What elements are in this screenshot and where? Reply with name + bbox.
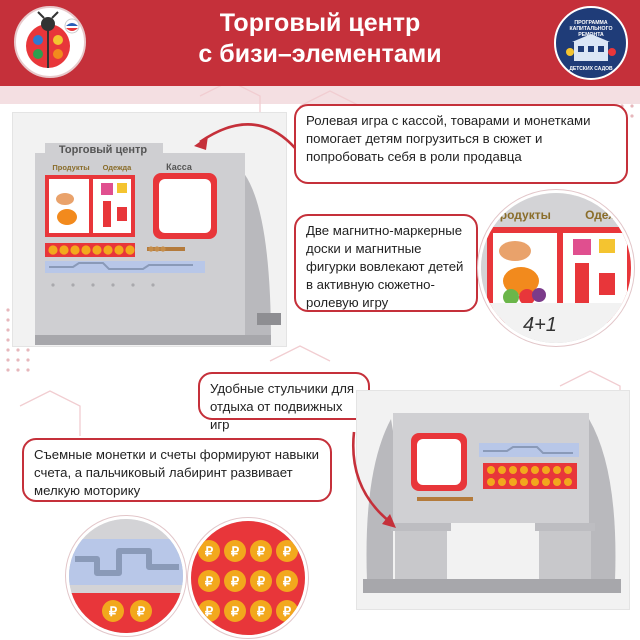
coin-symbol-8: ₽ xyxy=(231,574,240,589)
coin-symbol-10: ₽ xyxy=(283,574,292,589)
magnetic-board-illustration: Продукты Одеж 4+1 xyxy=(481,193,631,343)
program-emblem-icon: ПРОГРАММА КАПИТАЛЬНОГО РЕМОНТА ДЕТСКИХ С… xyxy=(566,20,616,72)
coin-symbol-5: ₽ xyxy=(257,544,266,559)
program-logo: ПРОГРАММА КАПИТАЛЬНОГО РЕМОНТА ДЕТСКИХ С… xyxy=(554,6,628,80)
callout-stools-text: Удобные стульчики для отдыха от подвижны… xyxy=(210,381,355,432)
coin-symbol-1: ₽ xyxy=(109,604,118,619)
coin-symbol-2: ₽ xyxy=(137,604,146,619)
arrow-icon xyxy=(194,123,296,150)
program-logo-bottom: ДЕТСКИХ САДОВ xyxy=(569,66,613,72)
zoom-circle-coins: ₽ ₽ ₽ ₽ ₽ ₽ ₽ ₽ ₽ ₽ ₽ ₽ xyxy=(188,518,308,638)
product-photo-main: Торговый центр Продукты Одежда Касса xyxy=(12,112,287,347)
zoom-circle-maze: ₽ ₽ xyxy=(66,516,186,636)
program-logo-line-1: ПРОГРАММА xyxy=(574,20,607,26)
coin-symbol-12: ₽ xyxy=(231,604,240,619)
callout-coins: Съемные монетки и счеты формируют навыки… xyxy=(22,438,332,502)
callout-magnetic: Две магнитно-маркерные доски и магнитные… xyxy=(294,214,478,312)
zoom-handwriting: 4+1 xyxy=(523,314,557,336)
maze-illustration: ₽ ₽ xyxy=(69,519,183,633)
panel-label-cashier: Касса xyxy=(166,162,193,172)
coin-symbol-14: ₽ xyxy=(283,604,292,619)
callout-role-play: Ролевая игра с кассой, товарами и монетк… xyxy=(294,104,628,184)
product-photo-stools xyxy=(356,390,630,610)
coin-symbol-13: ₽ xyxy=(257,604,266,619)
panel-label-products: Продукты xyxy=(52,163,89,172)
title-line-1: Торговый центр xyxy=(219,9,421,37)
shop-panel-illustration: Торговый центр Продукты Одежда Касса xyxy=(35,143,281,345)
callout-coins-text: Съемные монетки и счеты формируют навыки… xyxy=(34,447,320,498)
coin-symbol-7: ₽ xyxy=(205,574,214,589)
coin-symbol-6: ₽ xyxy=(283,544,292,559)
coin-symbol-3: ₽ xyxy=(205,544,214,559)
header-decoration-band xyxy=(0,86,640,104)
page-title: Торговый центр с бизи–элементами xyxy=(120,8,520,70)
zoom-label-products: Продукты xyxy=(491,208,551,222)
callout-role-play-text: Ролевая игра с кассой, товарами и монетк… xyxy=(306,113,591,164)
panel-label-clothes: Одежда xyxy=(103,163,133,172)
coin-symbol-4: ₽ xyxy=(231,544,240,559)
panel-banner-text: Торговый центр xyxy=(59,144,148,156)
shop-back-illustration xyxy=(363,413,621,593)
title-line-2: с бизи–элементами xyxy=(198,40,442,68)
program-logo-line-2: КАПИТАЛЬНОГО xyxy=(569,26,612,32)
callout-stools: Удобные стульчики для отдыха от подвижны… xyxy=(198,372,370,432)
header-banner xyxy=(0,0,640,86)
arrow-icon-stools xyxy=(352,431,396,528)
ladybug-logo xyxy=(14,6,86,78)
ladybug-icon xyxy=(26,11,80,68)
coin-symbol-11: ₽ xyxy=(205,604,214,619)
coins-illustration: ₽ ₽ ₽ ₽ ₽ ₽ ₽ ₽ ₽ ₽ ₽ ₽ xyxy=(191,521,305,635)
coin-symbol-9: ₽ xyxy=(257,574,266,589)
callout-magnetic-text: Две магнитно-маркерные доски и магнитные… xyxy=(306,223,464,310)
zoom-circle-magnetic-board: Продукты Одеж 4+1 xyxy=(478,190,634,346)
